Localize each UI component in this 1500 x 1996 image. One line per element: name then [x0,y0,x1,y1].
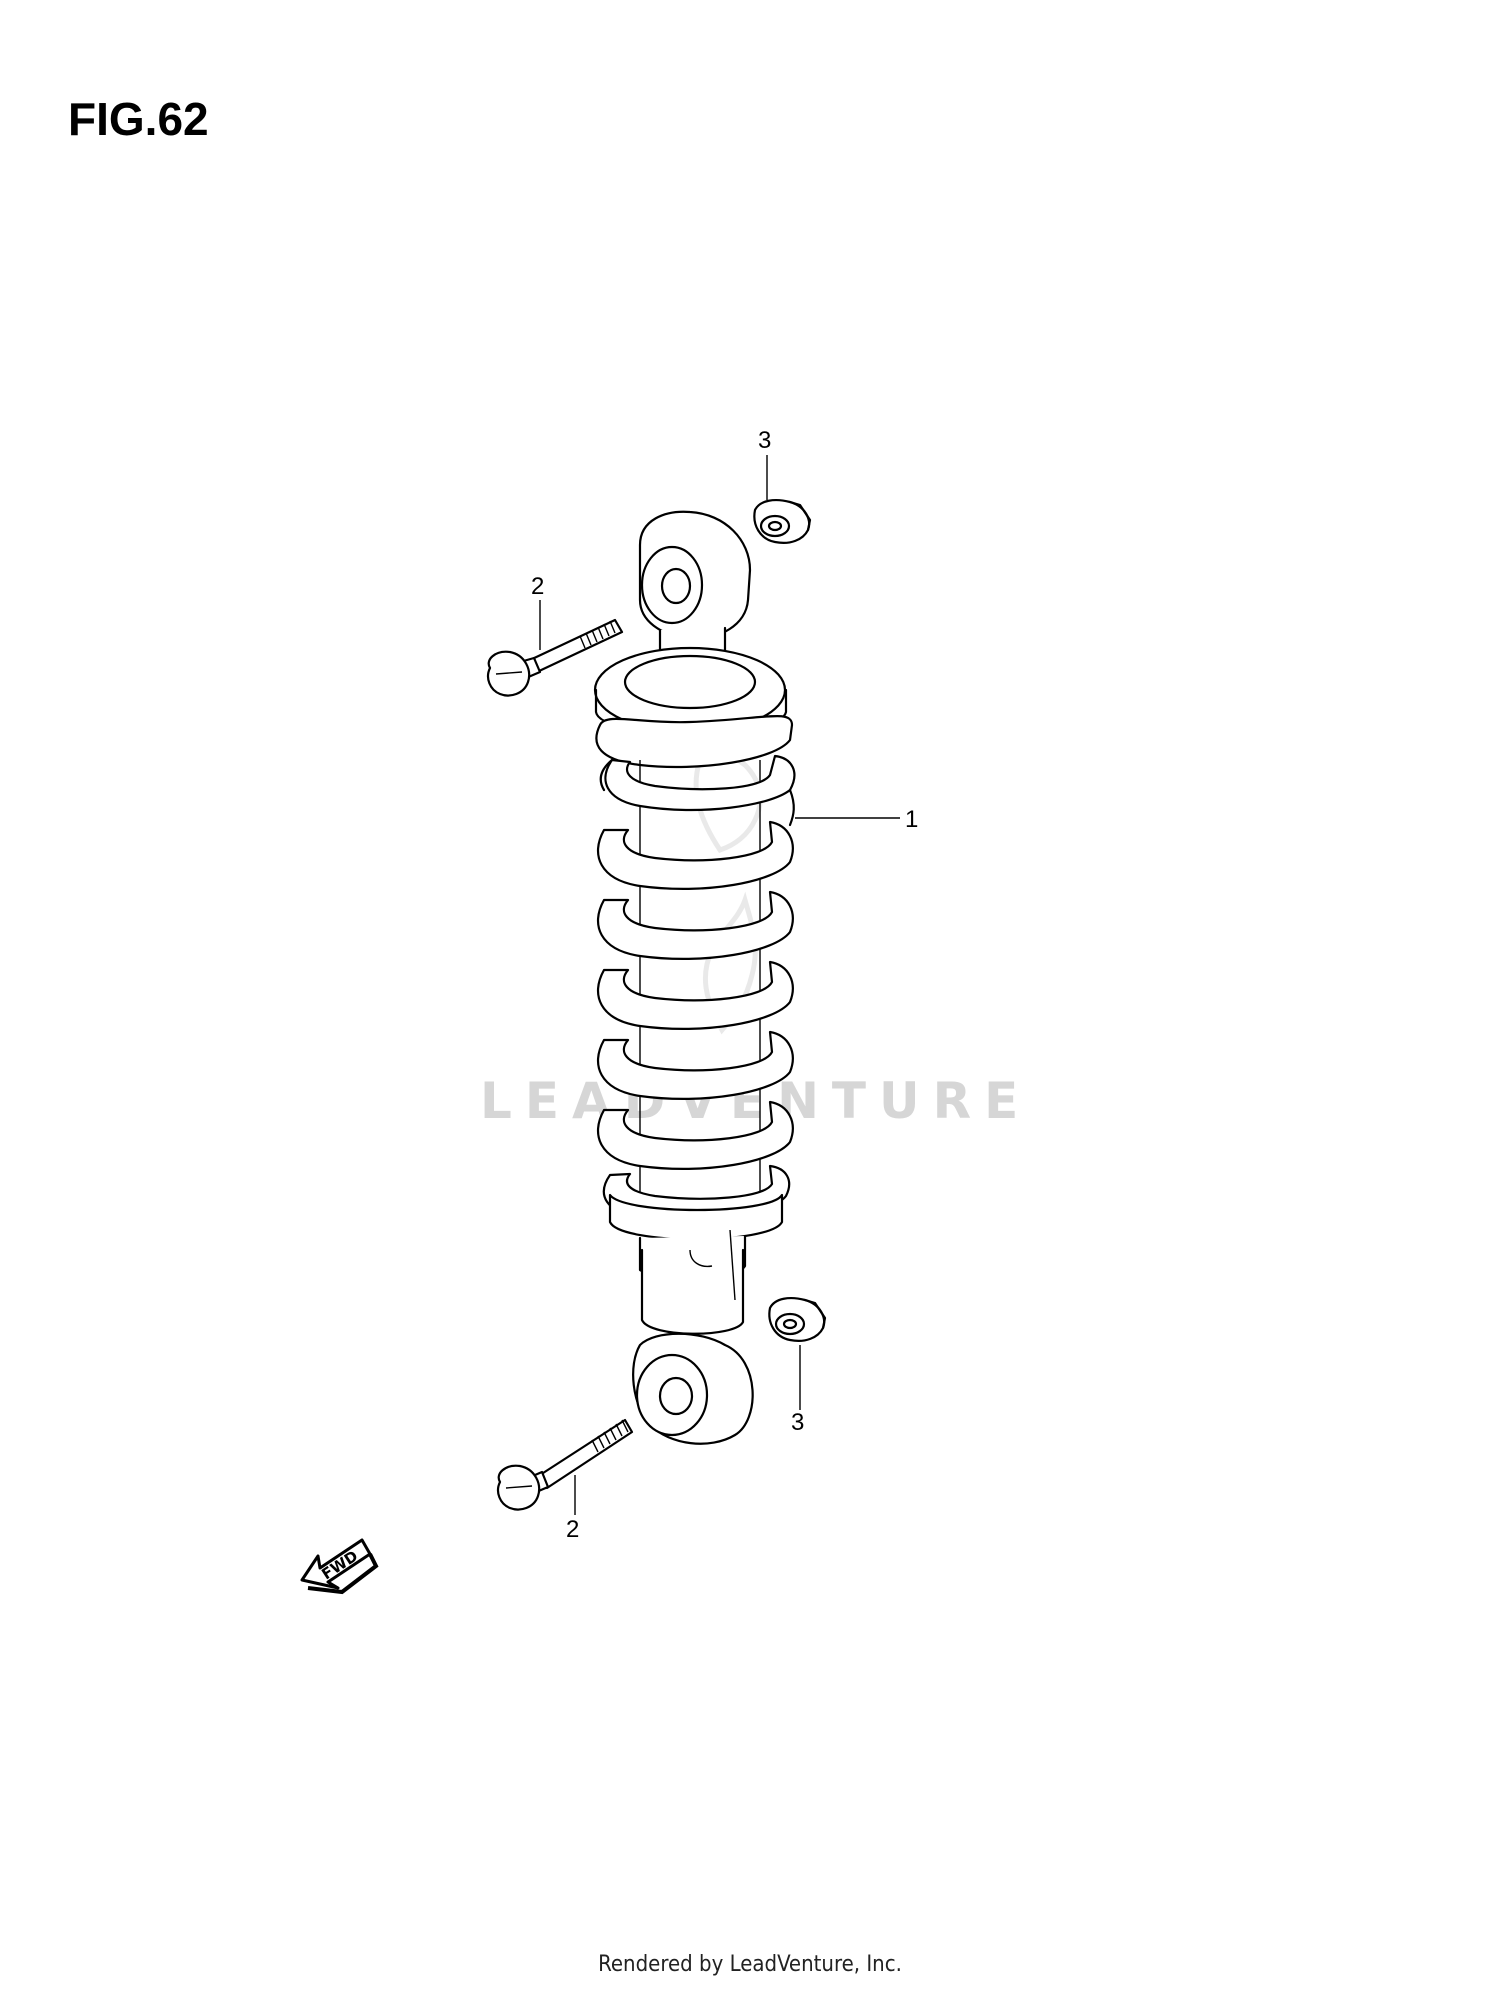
fwd-label: FWD [318,1547,361,1583]
callout-bolt-lower: 2 [566,1516,579,1543]
figure-title: FIG.62 [68,93,209,145]
callout-nut-upper: 3 [758,427,771,454]
shock-absorber[interactable] [593,510,796,1445]
spring-coils [596,754,796,1222]
callout-nut-lower: 3 [791,1409,804,1436]
fwd-arrow-icon: FWD [300,1538,379,1595]
callout-shock-absorber: 1 [905,806,918,833]
nut-upper[interactable] [753,499,812,544]
bolt-upper[interactable] [486,618,624,697]
bolt-lower[interactable] [496,1418,634,1511]
callout-bolt-upper: 2 [531,573,544,600]
nut-lower[interactable] [768,1297,827,1342]
callout-leaders [539,455,900,1515]
footer-credit: Rendered by LeadVenture, Inc. [598,1952,902,1977]
